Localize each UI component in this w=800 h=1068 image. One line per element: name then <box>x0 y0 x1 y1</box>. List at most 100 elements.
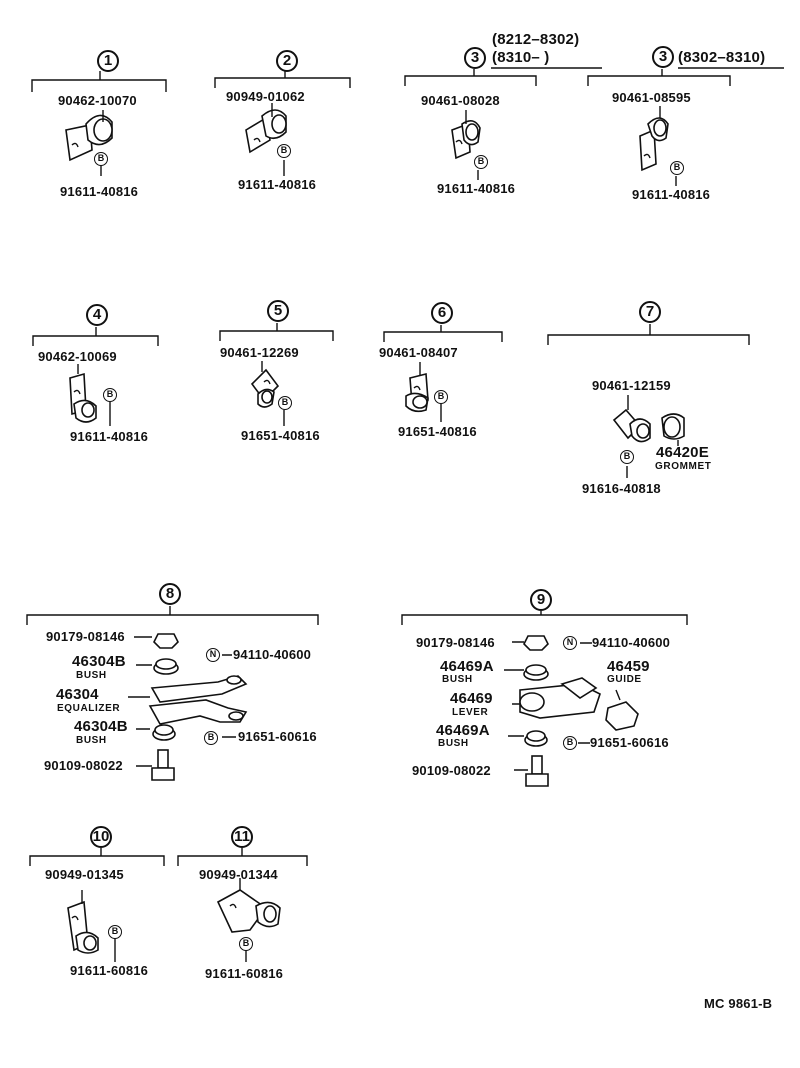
bracket-group-5 <box>219 323 334 341</box>
g2-bolt-number: 91611-40816 <box>238 177 317 192</box>
group-4-index-circle: 4 <box>86 304 108 326</box>
g10-part-number: 90949-01345 <box>45 867 124 882</box>
bracket-group-9 <box>401 611 688 625</box>
bracket-group-11 <box>177 848 308 866</box>
g7-grommet-number: 46420E <box>656 444 709 461</box>
g7-b-badge: B <box>620 450 634 464</box>
group-10-index-circle: 10 <box>90 826 112 848</box>
g7-grommet-label: GROMMET <box>655 461 712 472</box>
clamp-part-5 <box>250 368 280 408</box>
g4-b-badge: B <box>103 388 117 402</box>
g2-part-number: 90949-01062 <box>226 89 305 104</box>
bracket-group-6 <box>383 325 503 342</box>
g9-guide-label: GUIDE <box>607 674 642 685</box>
g5-part-number: 90461-12269 <box>220 345 299 360</box>
g3-date-line1: (8212–8302) <box>492 31 580 48</box>
clamp-part-3b <box>639 117 669 172</box>
bracket-group-7 <box>547 324 750 345</box>
bracket-group-3b <box>587 69 731 86</box>
diagram-code: MC 9861-B <box>704 996 773 1011</box>
g8-bush-top-number: 46304B <box>72 653 126 670</box>
g1-bolt-number: 91611-40816 <box>60 184 139 199</box>
bush-bottom-part-8 <box>152 724 176 741</box>
g9-pin-number: 90109-08022 <box>412 763 491 778</box>
guide-part-9 <box>605 701 639 731</box>
clamp-part-10 <box>67 900 99 954</box>
g8-bush-bottom-label: BUSH <box>76 735 107 746</box>
group-8-index-circle: 8 <box>159 583 181 605</box>
bracket-group-4 <box>32 327 159 346</box>
g8-b-badge: B <box>204 731 218 745</box>
g11-bolt-number: 91611-60816 <box>205 966 284 981</box>
g2-b-badge: B <box>277 144 291 158</box>
g9-bush-bottom-number: 46469A <box>436 722 490 739</box>
bracket-group-1 <box>31 71 167 92</box>
g8-equalizer-label: EQUALIZER <box>57 703 121 714</box>
group-2-index-circle: 2 <box>276 50 298 72</box>
nut-part-8 <box>153 633 179 649</box>
g9-bush-bottom-label: BUSH <box>438 738 469 749</box>
g10-bolt-number: 91611-60816 <box>70 963 149 978</box>
g4-bolt-number: 91611-40816 <box>70 429 149 444</box>
group-11-index-circle: 11 <box>231 826 253 848</box>
equalizer-part-8 <box>148 675 248 725</box>
bracket-group-2 <box>214 71 351 88</box>
g4-part-number: 90462-10069 <box>38 349 117 364</box>
g10-b-badge: B <box>108 925 122 939</box>
pin-part-9 <box>525 755 549 787</box>
bracket-group-8 <box>26 606 319 625</box>
pin-part-8 <box>151 749 175 781</box>
g9-lever-number: 46469 <box>450 690 493 707</box>
g8-n-badge: N <box>206 648 220 662</box>
clamp-part-4 <box>69 372 97 423</box>
group-9-index-circle: 9 <box>530 589 552 611</box>
g11-part-number: 90949-01344 <box>199 867 278 882</box>
group-1-index-circle: 1 <box>97 50 119 72</box>
g3b-date: (8302–8310) <box>678 49 766 66</box>
g3b-part-number: 90461-08595 <box>612 90 691 105</box>
clamp-part-11 <box>216 889 281 933</box>
bush-top-part-9 <box>523 664 549 681</box>
clamp-part-7 <box>612 408 651 443</box>
group-7-index-circle: 7 <box>639 301 661 323</box>
g3-b-badge: B <box>474 155 488 169</box>
g9-n-part-number: 94110-40600 <box>592 635 671 650</box>
grommet-part-7 <box>661 413 685 440</box>
g8-bush-bottom-number: 46304B <box>74 718 128 735</box>
g11-b-badge: B <box>239 937 253 951</box>
g3-part-number: 90461-08028 <box>421 93 500 108</box>
g3-bolt-number: 91611-40816 <box>437 181 516 196</box>
g8-bush-top-label: BUSH <box>76 670 107 681</box>
g9-guide-number: 46459 <box>607 658 650 675</box>
nut-part-9 <box>523 635 549 651</box>
bush-top-part-8 <box>153 658 179 675</box>
lever-part-9 <box>519 677 601 719</box>
g5-b-badge: B <box>278 396 292 410</box>
g3b-b-badge: B <box>670 161 684 175</box>
g9-bush-top-label: BUSH <box>442 674 473 685</box>
clamp-part-3 <box>451 120 481 160</box>
group-3b-index-circle: 3 <box>652 46 674 68</box>
g6-bolt-number: 91651-40816 <box>398 424 477 439</box>
g9-bolt-number: 91651-60616 <box>590 735 669 750</box>
g9-n-badge: N <box>563 636 577 650</box>
clamp-part-1 <box>65 114 113 162</box>
g9-nut-number: 90179-08146 <box>416 635 495 650</box>
clamp-part-2 <box>245 109 287 154</box>
group-3-index-circle: 3 <box>464 47 486 69</box>
g7-part-number: 90461-12159 <box>592 378 671 393</box>
g1-b-badge: B <box>94 152 108 166</box>
g8-nut-number: 90179-08146 <box>46 629 125 644</box>
group-6-index-circle: 6 <box>431 302 453 324</box>
g8-pin-number: 90109-08022 <box>44 758 123 773</box>
bracket-group-3 <box>404 69 537 86</box>
g6-b-badge: B <box>434 390 448 404</box>
g3-date-line2: (8310– ) <box>492 49 550 66</box>
bush-bottom-part-9 <box>524 730 548 747</box>
g3b-bolt-number: 91611-40816 <box>632 187 711 202</box>
g1-part-number: 90462-10070 <box>58 93 137 108</box>
g7-bolt-number: 91616-40818 <box>582 481 661 496</box>
g6-part-number: 90461-08407 <box>379 345 458 360</box>
